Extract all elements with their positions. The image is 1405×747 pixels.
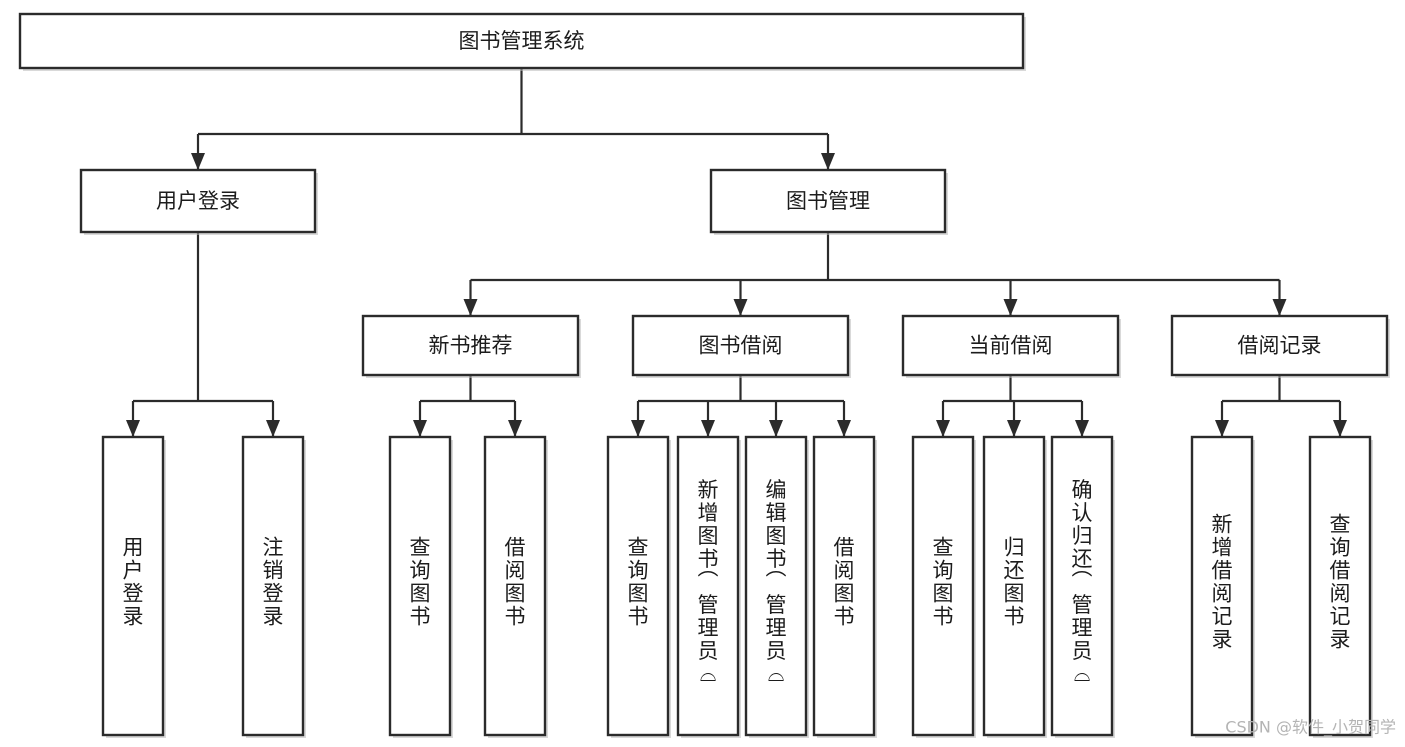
node-box bbox=[1190, 435, 1254, 737]
node-box bbox=[901, 314, 1120, 377]
node-box bbox=[812, 435, 876, 737]
node-box bbox=[483, 435, 547, 737]
node-label: 当前借阅 bbox=[969, 334, 1053, 358]
nodes-layer: 图书管理系统用户登录图书管理新书推荐图书借阅当前借阅借阅记录用户登录注销登录查询… bbox=[18, 12, 1390, 738]
arrow-head-icon bbox=[631, 420, 645, 437]
arrow-head-icon bbox=[733, 299, 748, 316]
node-label: 用户登录 bbox=[123, 536, 144, 629]
node-label: 新增借阅记录 bbox=[1212, 513, 1233, 652]
arrow-head-icon bbox=[769, 420, 783, 437]
node-box bbox=[982, 435, 1046, 737]
node-label: 图书管理 bbox=[786, 189, 870, 213]
node-leaf-query-book-3[interactable]: 查询图书 bbox=[911, 435, 976, 738]
node-book-borrow[interactable]: 图书借阅 bbox=[631, 314, 851, 378]
node-label: 图书借阅 bbox=[699, 334, 783, 358]
node-leaf-return-book[interactable]: 归还图书 bbox=[982, 435, 1047, 738]
edge-edge-nbr-to-leaves bbox=[413, 375, 522, 437]
arrow-head-icon bbox=[413, 420, 427, 437]
arrow-head-icon bbox=[1007, 420, 1021, 437]
node-box bbox=[18, 12, 1025, 70]
node-box bbox=[631, 314, 850, 377]
node-label: 查询图书 bbox=[628, 536, 649, 629]
arrow-head-icon bbox=[266, 420, 280, 437]
edges-layer bbox=[126, 68, 1347, 437]
node-label: 借阅图书 bbox=[834, 536, 855, 629]
node-leaf-borrow-book-2[interactable]: 借阅图书 bbox=[812, 435, 877, 738]
node-box bbox=[101, 435, 165, 737]
arrow-head-icon bbox=[508, 420, 522, 437]
node-leaf-add-book[interactable]: 新增图书⌒管理员⌓ bbox=[676, 435, 741, 738]
node-box bbox=[388, 435, 452, 737]
arrow-head-icon bbox=[1272, 299, 1287, 316]
arrow-head-icon bbox=[1003, 299, 1018, 316]
edge-edge-br-to-leaves bbox=[1215, 375, 1347, 437]
node-box bbox=[361, 314, 580, 377]
node-root[interactable]: 图书管理系统 bbox=[18, 12, 1026, 71]
arrow-head-icon bbox=[1215, 420, 1229, 437]
node-box bbox=[241, 435, 305, 737]
node-box bbox=[676, 435, 740, 737]
edge-edge-bm-to-level3 bbox=[463, 232, 1287, 316]
edge-edge-root-to-level2 bbox=[191, 68, 835, 170]
arrow-head-icon bbox=[191, 153, 205, 170]
edge-edge-bb-to-leaves bbox=[631, 375, 851, 437]
node-leaf-query-record[interactable]: 查询借阅记录 bbox=[1308, 435, 1373, 738]
arrow-head-icon bbox=[126, 420, 140, 437]
node-label: 注销登录 bbox=[263, 536, 284, 629]
node-new-book-recommend[interactable]: 新书推荐 bbox=[361, 314, 581, 378]
node-label: 归还图书 bbox=[1004, 536, 1025, 629]
node-user-login[interactable]: 用户登录 bbox=[79, 168, 318, 235]
node-leaf-edit-book[interactable]: 编辑图书⌒管理员⌓ bbox=[744, 435, 809, 738]
node-borrow-record[interactable]: 借阅记录 bbox=[1170, 314, 1390, 378]
node-label: 用户登录 bbox=[156, 189, 240, 213]
node-box bbox=[606, 435, 670, 737]
node-leaf-query-book-1[interactable]: 查询图书 bbox=[388, 435, 453, 738]
arrow-head-icon bbox=[1333, 420, 1347, 437]
node-label: 新书推荐 bbox=[429, 334, 513, 358]
node-label: 借阅图书 bbox=[505, 536, 526, 629]
node-box bbox=[709, 168, 947, 234]
node-leaf-user-login[interactable]: 用户登录 bbox=[101, 435, 166, 738]
arrow-head-icon bbox=[837, 420, 851, 437]
node-box bbox=[1308, 435, 1372, 737]
node-label: 查询图书 bbox=[933, 536, 954, 629]
arrow-head-icon bbox=[1075, 420, 1089, 437]
node-box bbox=[911, 435, 975, 737]
node-box bbox=[744, 435, 808, 737]
node-leaf-query-book-2[interactable]: 查询图书 bbox=[606, 435, 671, 738]
node-label: 确认归还⌒管理员⌓ bbox=[1072, 478, 1093, 686]
arrow-head-icon bbox=[463, 299, 478, 316]
node-label: 编辑图书⌒管理员⌓ bbox=[766, 478, 787, 686]
node-leaf-add-record[interactable]: 新增借阅记录 bbox=[1190, 435, 1255, 738]
node-leaf-borrow-book-1[interactable]: 借阅图书 bbox=[483, 435, 548, 738]
edge-edge-ul-to-leaves bbox=[126, 232, 280, 437]
node-box bbox=[1050, 435, 1114, 737]
arrow-head-icon bbox=[821, 153, 835, 170]
arrow-head-icon bbox=[936, 420, 950, 437]
node-leaf-logout[interactable]: 注销登录 bbox=[241, 435, 306, 738]
node-label: 查询借阅记录 bbox=[1330, 513, 1351, 652]
node-box bbox=[1170, 314, 1389, 377]
node-current-borrow[interactable]: 当前借阅 bbox=[901, 314, 1121, 378]
node-label: 新增图书⌒管理员⌓ bbox=[698, 478, 719, 686]
node-label: 查询图书 bbox=[410, 536, 431, 629]
watermark-label: CSDN @软件_小贺同学 bbox=[1225, 718, 1396, 738]
node-book-management[interactable]: 图书管理 bbox=[709, 168, 948, 235]
node-leaf-confirm-return[interactable]: 确认归还⌒管理员⌓ bbox=[1050, 435, 1115, 738]
arrow-head-icon bbox=[701, 420, 715, 437]
node-box bbox=[79, 168, 317, 234]
node-label: 借阅记录 bbox=[1238, 334, 1322, 358]
node-label: 图书管理系统 bbox=[459, 29, 585, 53]
edge-edge-cb-to-leaves bbox=[936, 375, 1089, 437]
